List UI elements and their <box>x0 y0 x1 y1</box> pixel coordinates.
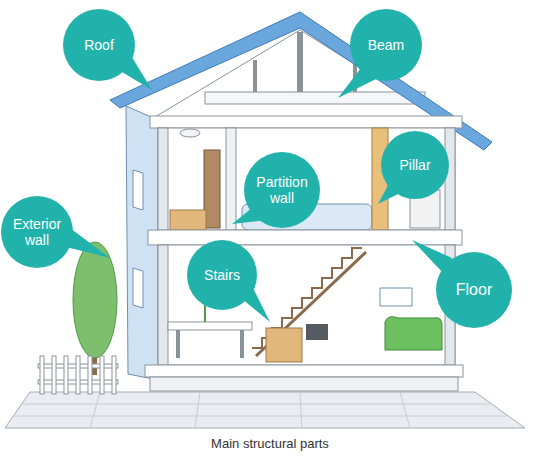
callout-text-group: Pillar <box>399 157 430 173</box>
tv <box>306 324 328 340</box>
callout-text-group: Partition wall <box>250 174 314 206</box>
partition-wall <box>226 128 236 230</box>
ground-floor-slab <box>145 365 463 377</box>
callout-text-group: Roof <box>84 37 114 53</box>
window <box>133 170 143 210</box>
exterior-wall-section <box>158 245 168 365</box>
ceiling-slab <box>150 116 462 128</box>
ground-line <box>90 392 100 428</box>
beam-member <box>205 92 425 104</box>
table-leg <box>176 330 180 358</box>
part-name: Pillar <box>399 157 430 173</box>
ground-line <box>20 404 490 405</box>
callout-text-group: Stairs <box>204 267 240 283</box>
ground-line <box>400 392 410 428</box>
window <box>133 268 143 308</box>
caption: Main structural parts <box>0 436 540 451</box>
ground-line <box>300 392 302 428</box>
table-leg <box>240 330 244 358</box>
callout-tails <box>62 54 452 322</box>
callout-circle: Pillar <box>381 131 449 199</box>
upper-room <box>158 128 455 230</box>
fence-post <box>100 356 104 394</box>
fence-post <box>112 356 116 394</box>
picture <box>380 288 412 306</box>
fence-post <box>52 356 56 394</box>
fence <box>38 356 118 394</box>
table <box>168 322 252 330</box>
callout-circle: Beam <box>350 9 422 81</box>
callout-circle: Stairs <box>187 240 257 310</box>
part-name: Floor <box>456 281 492 299</box>
part-name: Stairs <box>204 267 240 283</box>
callout-circle: Roof <box>63 9 135 81</box>
ceiling-lamp <box>180 129 200 137</box>
callout-circle: Partition wall <box>244 152 320 228</box>
strut <box>253 60 257 92</box>
part-name: Partition wall <box>250 174 314 206</box>
callout-text-group: Beam <box>368 37 405 53</box>
part-name: Roof <box>84 37 114 53</box>
box <box>170 210 206 230</box>
exterior-wall-section <box>445 128 455 230</box>
ground-line <box>195 392 200 428</box>
foundation <box>150 377 458 391</box>
fence-post <box>88 356 92 394</box>
plant <box>204 305 206 322</box>
part-name: Beam <box>368 37 405 53</box>
callout-text-group: Exterior wall <box>7 216 67 248</box>
callout-circle: Exterior wall <box>1 196 73 268</box>
callout-circle: Floor <box>436 252 512 328</box>
fence-post <box>40 356 44 394</box>
part-name: Exterior wall <box>7 216 67 248</box>
callout-text-group: Floor <box>456 281 492 299</box>
fence-post <box>64 356 68 394</box>
tree <box>73 242 117 358</box>
ground-pattern <box>12 392 507 428</box>
ground-line <box>12 416 507 417</box>
sofa <box>385 317 442 350</box>
exterior-wall-section <box>158 128 168 230</box>
fence-post <box>76 356 80 394</box>
paved-ground <box>5 392 525 428</box>
box <box>266 328 302 362</box>
king-post <box>297 32 303 92</box>
